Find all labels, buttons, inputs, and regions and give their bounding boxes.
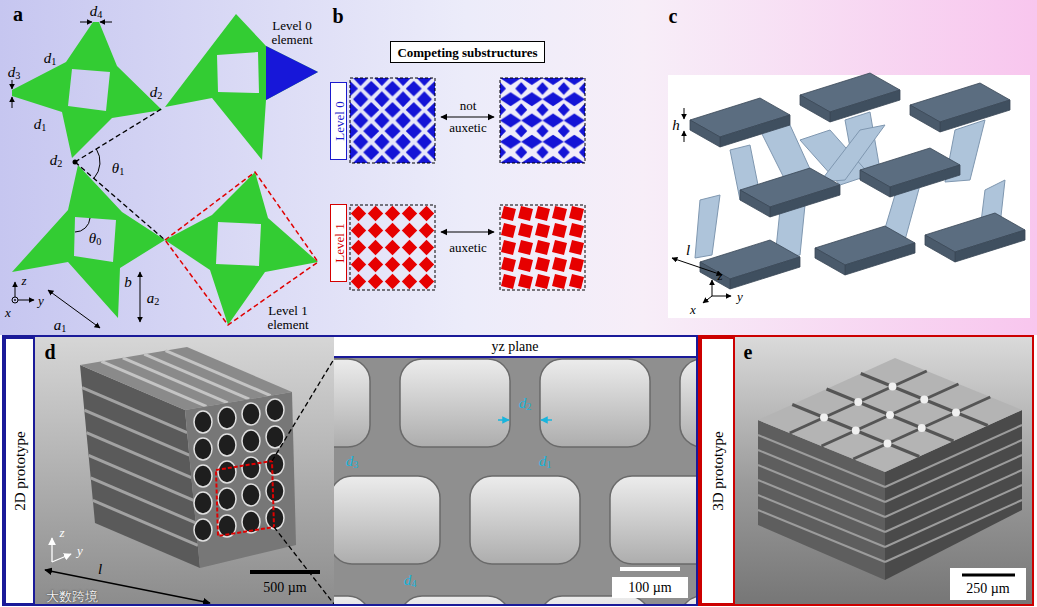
heading-box: Competing substructures xyxy=(390,41,545,63)
dimension-label: d3 xyxy=(346,454,359,469)
panel-sidebar: 2D prototype xyxy=(4,337,35,605)
panel-letter: b xyxy=(332,6,343,26)
panel-frame xyxy=(699,336,1033,605)
scale-label: 100 µm xyxy=(628,581,671,595)
node-text: Level 1 xyxy=(332,223,345,262)
panel-letter: d xyxy=(44,342,55,362)
dimension-label: b xyxy=(124,275,132,290)
chiral-lattice xyxy=(12,14,318,328)
node-text: yz plane xyxy=(491,340,538,354)
dimension-label: d1 xyxy=(34,117,47,132)
annotation: Level 1 element xyxy=(250,304,326,333)
sem-3d-prototype xyxy=(735,337,1032,605)
dimension-label: l xyxy=(98,562,102,577)
dimension-label: d2 xyxy=(50,153,63,168)
sem-2d-prototype xyxy=(35,337,334,605)
scale-label: 250 µm xyxy=(966,582,1009,596)
dimension-label: l xyxy=(686,243,690,258)
dimension-label: z xyxy=(59,526,64,539)
node-text: 3D prototype xyxy=(710,431,725,511)
panel-sidebar: 3D prototype xyxy=(700,337,735,605)
dimension-label: x xyxy=(5,306,11,319)
dimension-label: z xyxy=(21,274,26,287)
dimension-label: d3 xyxy=(8,65,21,80)
node-text: Competing substructures xyxy=(397,46,537,59)
dimension-label: θ1 xyxy=(112,161,124,176)
dimension-label: d4 xyxy=(90,4,103,19)
panel-letter: a xyxy=(13,4,23,24)
dimension-label: y xyxy=(77,544,83,557)
annotation: Level 0 element xyxy=(257,19,327,48)
scale-label: auxetic xyxy=(449,241,487,254)
panel-frame xyxy=(3,336,697,605)
panel-letter: e xyxy=(744,342,753,362)
dimension-label: θ0 xyxy=(89,231,101,246)
level-tag: Level 1 xyxy=(330,204,347,282)
dimension-label: d2 xyxy=(519,396,532,411)
dimension-label: y xyxy=(737,290,743,303)
dimension-label: h xyxy=(672,118,680,133)
dimension-label: d1 xyxy=(44,51,57,66)
dimension-label: d1 xyxy=(539,454,552,469)
panel-letter: c xyxy=(669,6,678,26)
dimension-label: a2 xyxy=(147,291,160,306)
watermark: 大数跨境 xyxy=(46,590,98,603)
level-tag: Level 0 xyxy=(330,82,347,160)
view-header: yz plane xyxy=(334,337,696,358)
dimension-label: x xyxy=(690,303,696,316)
lattice-render xyxy=(668,73,1030,318)
scale-label: 500 µm xyxy=(263,581,306,595)
dimension-label: a1 xyxy=(54,318,67,333)
annotation: not auxetic xyxy=(443,95,493,139)
node-text: 2D prototype xyxy=(12,431,27,511)
dimension-label: y xyxy=(38,294,44,307)
substructure-tiles xyxy=(350,78,585,290)
node-text: Level 0 xyxy=(332,101,345,140)
dimension-label: z xyxy=(717,269,722,282)
dimension-label: d2 xyxy=(150,85,163,100)
dimension-label: d4 xyxy=(404,573,417,588)
